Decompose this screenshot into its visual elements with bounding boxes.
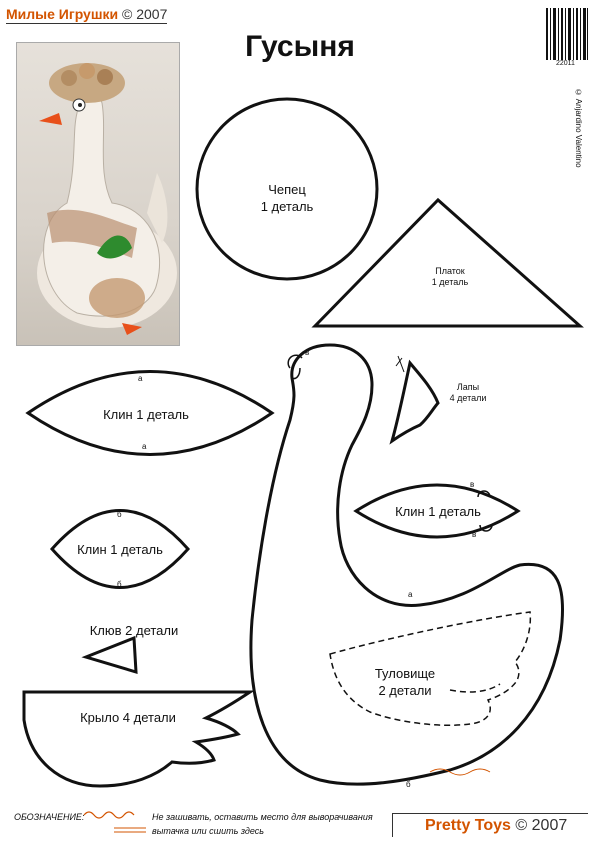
wedge-small-label: Клин 1 деталь <box>77 542 163 557</box>
body-name: Туловище <box>374 666 436 681</box>
wedge-right-shape <box>353 483 521 539</box>
body-head-dart <box>291 367 301 380</box>
body-mark-bottom: б <box>406 780 411 789</box>
cap-name: Чепец <box>268 182 306 197</box>
legend-title: ОБОЗНАЧЕНИЕ: <box>14 812 85 822</box>
brand-name: Милые Игрушки <box>6 6 119 22</box>
beak-label: Клюв 2 детали <box>89 623 179 638</box>
feet-piece <box>389 359 440 445</box>
wedge-large-mark-top: а <box>138 374 143 383</box>
wedge-right-notch-top <box>477 490 491 498</box>
body-mark-neck: а <box>408 590 413 599</box>
feet-notch <box>395 355 405 373</box>
kerchief-triangle <box>311 197 584 328</box>
wedge-small-mark-top: б <box>117 510 122 519</box>
wedge-right-mark-bottom: в <box>472 530 477 539</box>
wedge-small-mark-bottom: б <box>117 580 122 589</box>
wing-shape <box>22 690 255 788</box>
feet-name: Лапы <box>456 382 480 392</box>
cap-count: 1 деталь <box>260 199 314 214</box>
brand-logo-bottom: Pretty Toys © 2007 <box>392 813 588 837</box>
wing-label: Крыло 4 детали <box>80 710 176 725</box>
wedge-small-shape <box>49 509 191 589</box>
wedge-large-shape <box>25 370 275 456</box>
wedge-right-label: Клин 1 деталь <box>395 504 481 519</box>
legend-dashed-text: Не зашивать, оставить место для выворачи… <box>152 812 373 822</box>
author-credit: © Anjardino Valentino <box>574 88 583 168</box>
body-shape <box>249 343 565 786</box>
wedge-right-mark-top: в <box>470 480 475 489</box>
brand-year: © 2007 <box>122 6 168 22</box>
kerchief-name: Платок <box>435 266 465 276</box>
cap-label: Чепец 1 деталь <box>237 181 337 215</box>
barcode-number: 22011 <box>556 60 575 67</box>
opening-marker <box>429 768 491 776</box>
legend-opening-symbol <box>83 811 135 819</box>
legend-double-text: вытачка или сшить здесь <box>152 826 265 836</box>
body-head-notch <box>287 354 303 369</box>
kerchief-count: 1 деталь <box>431 277 469 287</box>
wedge-large-label: Клин 1 деталь <box>103 407 189 422</box>
brand-bottom-name: Pretty Toys <box>425 817 511 834</box>
brand-logo-top: Милые Игрушки © 2007 <box>6 6 168 24</box>
wing-dart-dashed <box>449 683 501 693</box>
cap-circle <box>195 97 379 281</box>
barcode-icon <box>546 8 588 60</box>
body-mark-head: в <box>305 348 310 357</box>
feet-label: Лапы 4 детали <box>438 382 498 404</box>
goose-photo <box>16 42 180 346</box>
brand-bottom-year: © 2007 <box>515 817 568 834</box>
page-title: Гусыня <box>245 30 355 63</box>
body-count: 2 детали <box>378 683 432 698</box>
feet-count: 4 детали <box>449 393 487 403</box>
goose-toy-image <box>37 63 177 335</box>
beak-shape <box>81 635 138 675</box>
body-label: Туловище 2 детали <box>360 665 450 699</box>
kerchief-label: Платок 1 деталь <box>415 266 485 288</box>
wedge-right-notch-bottom <box>479 524 493 532</box>
wedge-large-mark-bottom: а <box>142 442 147 451</box>
wing-placement-dashed <box>329 611 532 726</box>
